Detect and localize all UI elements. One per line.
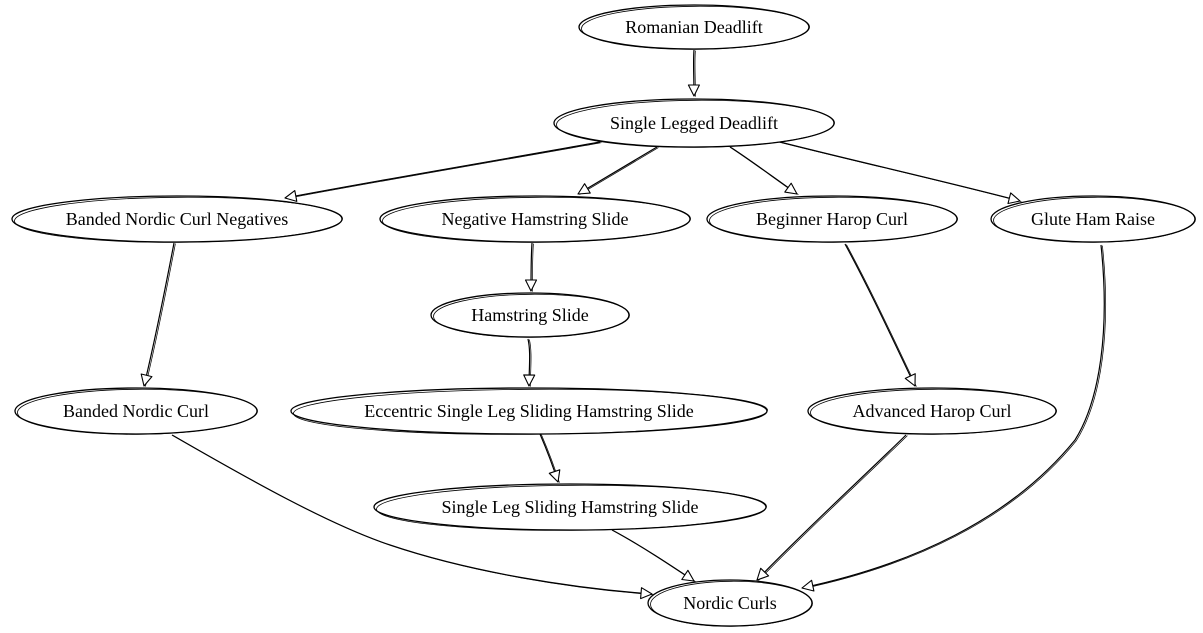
arrowhead <box>801 579 815 592</box>
node-label: Advanced Harop Curl <box>853 401 1012 421</box>
node-single-leg-sliding-hamstring-slide: Single Leg Sliding Hamstring Slide <box>373 483 767 531</box>
arrowhead <box>524 279 538 292</box>
arrowhead <box>687 84 700 97</box>
node-label: Glute Ham Raise <box>1031 209 1155 229</box>
node-label: Eccentric Single Leg Sliding Hamstring S… <box>364 401 693 421</box>
node-nordic-curls: Nordic Curls <box>647 579 813 627</box>
arrowhead <box>548 469 561 483</box>
arrowhead <box>756 567 770 581</box>
edge-single-legged-deadlift-to-glute-ham-raise <box>771 139 1022 205</box>
edge-banded-nordic-curl-negatives-to-banded-nordic-curl <box>140 242 176 387</box>
edges <box>140 49 1106 600</box>
node-label: Nordic Curls <box>683 593 777 613</box>
node-label: Hamstring Slide <box>471 305 589 325</box>
arrowhead <box>284 190 298 202</box>
edge-single-leg-sliding-hamstring-slide-to-nordic-curls <box>611 529 696 582</box>
node-beginner-harop-curl: Beginner Harop Curl <box>706 195 958 243</box>
arrowhead <box>640 587 653 600</box>
edge-single-legged-deadlift-to-negative-hamstring-slide <box>577 146 659 195</box>
arrowhead <box>577 183 591 195</box>
node-label: Single Legged Deadlift <box>610 113 778 133</box>
node-label: Banded Nordic Curl <box>63 401 209 421</box>
node-romanian-deadlift: Romanian Deadlift <box>578 4 810 50</box>
edge-eccentric-single-leg-sliding-hamstring-slide-to-single-leg-sliding-hamstring-slide <box>539 433 561 483</box>
arrowhead <box>523 374 536 387</box>
node-label: Banded Nordic Curl Negatives <box>66 209 288 229</box>
node-label: Beginner Harop Curl <box>756 209 908 229</box>
node-label: Single Leg Sliding Hamstring Slide <box>442 497 699 517</box>
node-banded-nordic-curl: Banded Nordic Curl <box>14 387 258 435</box>
edge-advanced-harop-curl-to-nordic-curls <box>756 434 908 581</box>
edge-single-legged-deadlift-to-banded-nordic-curl-negatives <box>284 141 602 202</box>
edge-negative-hamstring-slide-to-hamstring-slide <box>524 242 538 292</box>
node-advanced-harop-curl: Advanced Harop Curl <box>807 387 1057 435</box>
arrowhead <box>681 569 695 582</box>
node-eccentric-single-leg-sliding-hamstring-slide: Eccentric Single Leg Sliding Hamstring S… <box>290 387 768 435</box>
edge-hamstring-slide-to-eccentric-single-leg-sliding-hamstring-slide <box>523 338 536 387</box>
arrowhead <box>140 373 153 387</box>
edge-beginner-harop-curl-to-advanced-harop-curl <box>844 243 917 387</box>
arrowhead <box>1007 192 1021 205</box>
node-label: Romanian Deadlift <box>625 17 762 37</box>
node-glute-ham-raise: Glute Ham Raise <box>990 195 1196 243</box>
edge-single-legged-deadlift-to-beginner-harop-curl <box>729 146 799 195</box>
node-hamstring-slide: Hamstring Slide <box>430 292 630 338</box>
node-single-legged-deadlift: Single Legged Deadlift <box>553 98 835 148</box>
node-negative-hamstring-slide: Negative Hamstring Slide <box>379 195 691 243</box>
node-banded-nordic-curl-negatives: Banded Nordic Curl Negatives <box>11 195 343 243</box>
edge-banded-nordic-curl-to-nordic-curls <box>171 434 654 600</box>
edge-glute-ham-raise-to-nordic-curls <box>801 244 1106 592</box>
arrowhead <box>904 373 916 387</box>
arrowhead <box>784 182 798 195</box>
node-label: Negative Hamstring Slide <box>442 209 629 229</box>
edge-romanian-deadlift-to-single-legged-deadlift <box>687 49 700 97</box>
